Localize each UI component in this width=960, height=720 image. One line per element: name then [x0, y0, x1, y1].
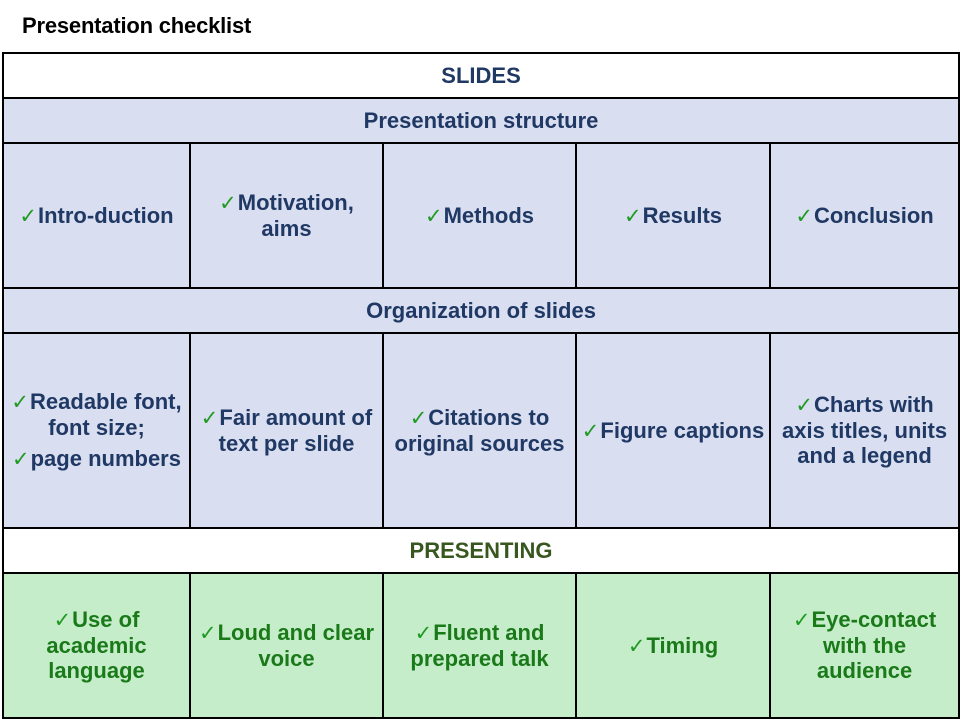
checklist-cell-methods[interactable]: ✓Methods: [382, 142, 577, 289]
subsection-header-row-structure: Presentation structure: [1, 97, 960, 144]
check-mark-icon: ✓: [627, 634, 646, 658]
checklist-cell-introduction[interactable]: ✓Intro-duction: [2, 142, 191, 289]
check-mark-icon: ✓: [792, 609, 811, 633]
checklist-item: ✓Eye-contact with the audience: [771, 601, 958, 689]
check-mark-icon: ✓: [200, 406, 219, 430]
checklist-cell-loud-clear-voice[interactable]: ✓Loud and clear voice: [189, 572, 384, 719]
checklist-item-label: Results: [642, 202, 723, 228]
checklist-item: ✓Loud and clear voice: [191, 614, 382, 677]
checklist-item-label: Citations to original sources: [394, 404, 565, 456]
checklist-cell-fluent-prepared-talk[interactable]: ✓Fluent and prepared talk: [382, 572, 577, 719]
checklist-item: ✓Methods: [384, 197, 575, 235]
section-header-row-presenting: PRESENTING: [1, 527, 960, 574]
check-mark-icon: ✓: [11, 391, 30, 415]
check-mark-icon: ✓: [795, 394, 813, 418]
checklist-item-label: Use of academic language: [46, 607, 147, 684]
check-mark-icon: ✓: [581, 419, 600, 443]
check-mark-icon: ✓: [414, 621, 433, 645]
checklist-cell-fair-amount-of-text[interactable]: ✓Fair amount of text per slide: [189, 332, 384, 529]
checklist-item: ✓Timing: [577, 627, 769, 665]
checklist-item-label: Readable font, font size;: [30, 389, 182, 440]
checklist-item: ✓Charts with axis titles, units and a le…: [771, 386, 958, 474]
checklist-item: ✓Fair amount of text per slide: [191, 399, 382, 462]
checklist-cell-figure-captions[interactable]: ✓Figure captions: [575, 332, 771, 529]
check-mark-icon: ✓: [19, 204, 37, 228]
check-mark-icon: ✓: [623, 204, 642, 228]
checklist-cell-results[interactable]: ✓Results: [575, 142, 771, 289]
checklist-cell-citations[interactable]: ✓Citations to original sources: [382, 332, 577, 529]
checklist-item: ✓Figure captions: [577, 412, 769, 450]
table-row-presenting: ✓Use of academic language ✓Loud and clea…: [2, 572, 960, 719]
section-header-row-slides: SLIDES: [1, 52, 960, 99]
checklist-cell-motivation-aims[interactable]: ✓Motivation, aims: [189, 142, 384, 289]
check-mark-icon: ✓: [409, 406, 428, 430]
checklist-cell-conclusion[interactable]: ✓Conclusion: [768, 142, 960, 289]
check-mark-icon: ✓: [795, 204, 813, 228]
table-row-presentation-structure: ✓Intro-duction ✓Motivation, aims ✓Method…: [2, 142, 960, 289]
checklist-item-label: Fair amount of text per slide: [218, 404, 373, 456]
checklist-item: ✓page numbers: [4, 446, 189, 478]
check-mark-icon: ✓: [424, 204, 443, 228]
checklist-item-label: Methods: [443, 202, 535, 228]
checklist-item-label: page numbers: [30, 446, 181, 472]
check-mark-icon: ✓: [53, 609, 72, 633]
subsection-title-presentation-structure: Presentation structure: [1, 97, 960, 144]
presentation-checklist-table: SLIDES Presentation structure ✓Intro-duc…: [1, 52, 960, 719]
check-mark-icon: ✓: [198, 621, 217, 645]
checklist-item-label: Timing: [646, 632, 719, 658]
checklist-cell-academic-language[interactable]: ✓Use of academic language: [2, 572, 191, 719]
table-row-organization-of-slides: ✓Readable font, font size; ✓page numbers…: [2, 332, 960, 529]
check-mark-icon: ✓: [219, 191, 237, 215]
section-title-slides: SLIDES: [1, 52, 960, 99]
checklist-cell-readable-font[interactable]: ✓Readable font, font size; ✓page numbers: [2, 332, 191, 529]
check-mark-icon: ✓: [12, 448, 30, 472]
checklist-item: ✓Citations to original sources: [384, 399, 575, 462]
checklist-item-label: Charts with axis titles, units and a leg…: [782, 392, 948, 469]
checklist-cell-charts-axis-titles[interactable]: ✓Charts with axis titles, units and a le…: [768, 332, 960, 529]
subsection-title-organization-of-slides: Organization of slides: [1, 287, 960, 334]
checklist-item-label: Fluent and prepared talk: [410, 619, 549, 671]
checklist-item-label: Figure captions: [600, 417, 765, 443]
page-title: Presentation checklist: [22, 13, 252, 38]
checklist-item: ✓Intro-duction: [4, 197, 189, 235]
checklist-item: ✓Motivation, aims: [191, 184, 382, 247]
checklist-cell-timing[interactable]: ✓Timing: [575, 572, 771, 719]
checklist-item-label: Eye-contact with the audience: [811, 607, 937, 684]
checklist-item-label: Conclusion: [813, 202, 934, 228]
checklist-item-label: Motivation, aims: [237, 189, 354, 241]
checklist-item: ✓Conclusion: [771, 197, 958, 235]
section-title-presenting: PRESENTING: [1, 527, 960, 574]
checklist-item: ✓Results: [577, 197, 769, 235]
checklist-item-label: Intro-duction: [37, 202, 174, 228]
checklist-item-label: Loud and clear voice: [217, 619, 375, 671]
checklist-item: ✓Readable font, font size;: [4, 383, 189, 446]
checklist-cell-eye-contact[interactable]: ✓Eye-contact with the audience: [768, 572, 960, 719]
checklist-item: ✓Fluent and prepared talk: [384, 614, 575, 677]
checklist-item: ✓Use of academic language: [4, 601, 189, 689]
subsection-header-row-organization: Organization of slides: [1, 287, 960, 334]
